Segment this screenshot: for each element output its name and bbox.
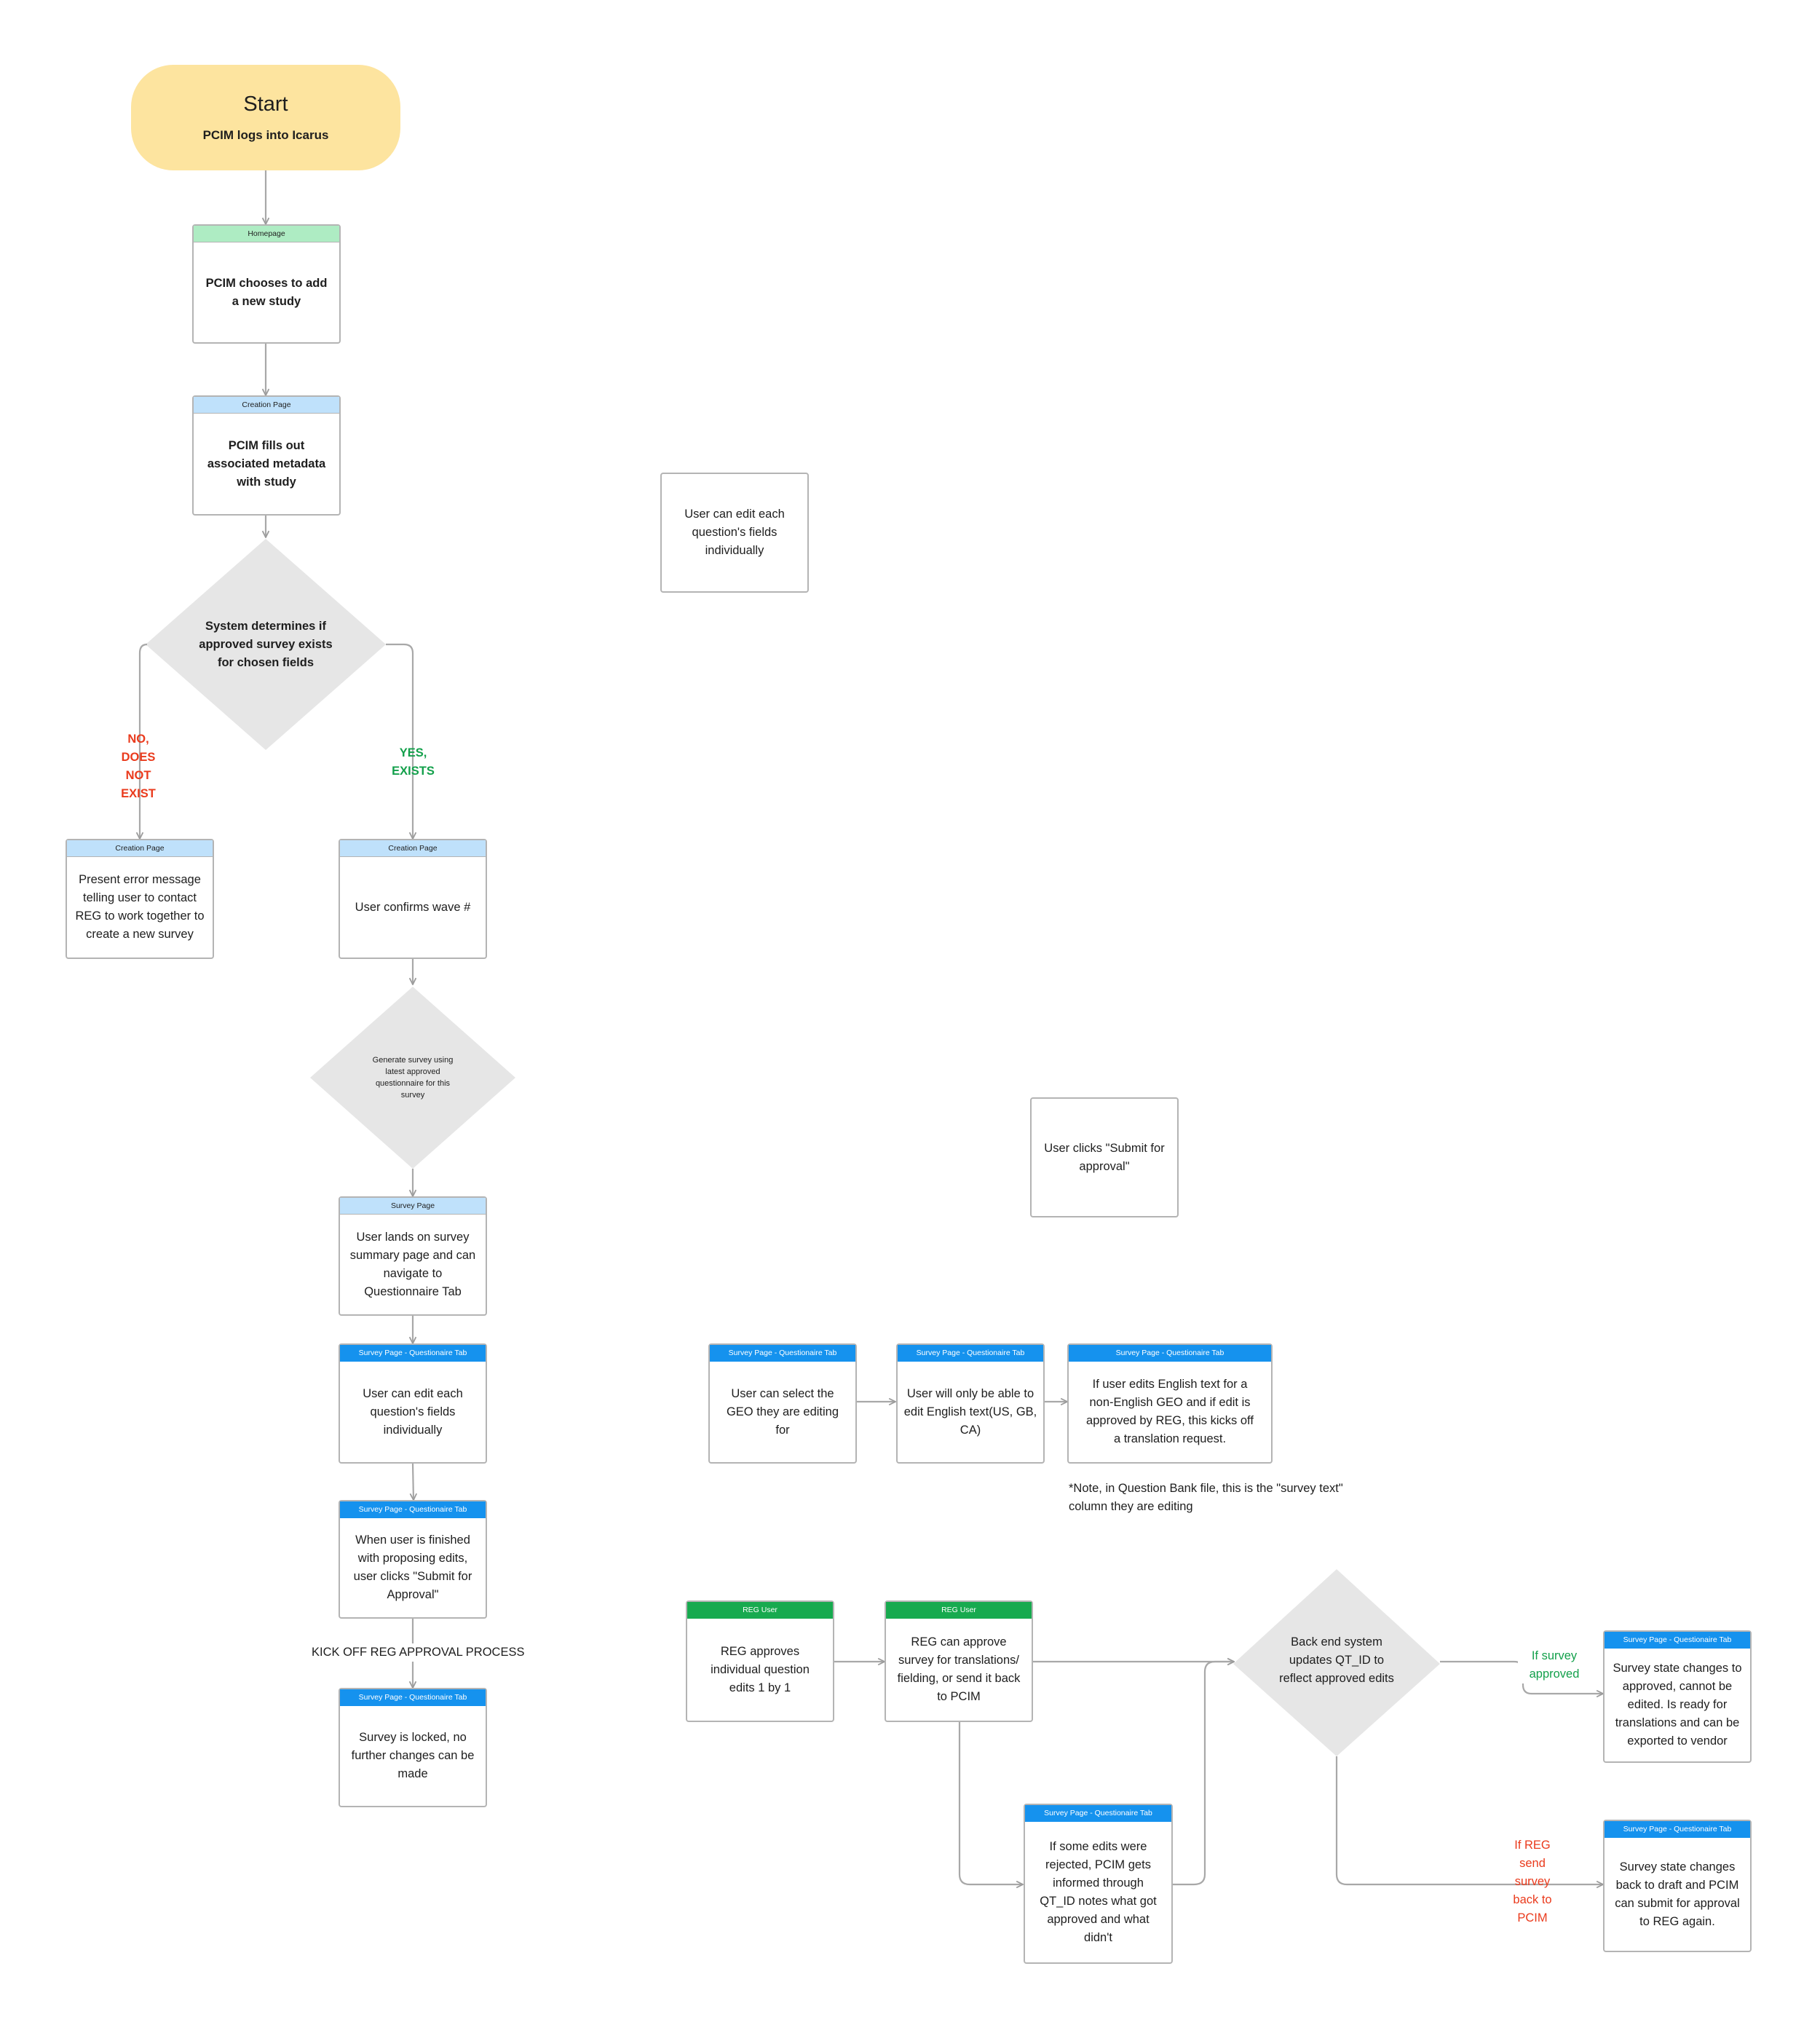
edge-label-no: NO, DOES NOT EXIST [121,733,156,800]
decision-text: Generate survey using latest approved qu… [372,1056,454,1100]
card-header: Survey Page [340,1198,486,1215]
question-bank-note: *Note, in Question Bank file, this is th… [1069,1482,1343,1513]
card-text: Survey state changes to approved, cannot… [1613,1662,1742,1748]
homepage-card: Homepage PCIM chooses to add a new study [192,224,341,344]
card-text: Survey is locked, no further changes can… [351,1731,475,1780]
edge-label-yes: YES, EXISTS [392,746,435,778]
edge-edit-submit [413,1463,414,1500]
translation-request-card: Survey Page - Questionaire Tab If user e… [1067,1343,1273,1464]
decision-text: Back end system updates QT_ID to reflect… [1279,1635,1394,1685]
survey-landing-card: Survey Page User lands on survey summary… [339,1196,487,1316]
card-header: Survey Page - Questionaire Tab [1605,1821,1750,1838]
card-text: User can edit each question's fields ind… [363,1386,463,1437]
card-text: When user is finished with proposing edi… [353,1533,472,1601]
error-message-card: Creation Page Present error message tell… [66,839,214,959]
card-header: REG User [687,1602,833,1619]
confirm-wave-card: Creation Page User confirms wave # [339,839,487,959]
card-header: Creation Page [194,397,339,414]
card-text: User will only be able to edit English t… [903,1386,1037,1437]
start-node: Start PCIM logs into Icarus [131,65,400,170]
submit-approval-card: Survey Page - Questionaire Tab When user… [339,1500,487,1619]
card-header: Survey Page - Questionaire Tab [340,1689,486,1706]
card-header: Survey Page - Questionaire Tab [1069,1345,1271,1362]
backend-update-decision: Back end system updates QT_ID to reflect… [1278,1620,1395,1700]
card-header: Survey Page - Questionaire Tab [340,1345,486,1362]
card-text: User clicks "Submit for approval" [1044,1141,1165,1173]
creation-metadata-card: Creation Page PCIM fills out associated … [192,395,341,516]
card-text: User confirms wave # [355,900,471,914]
card-text: If user edits English text for a non-Eng… [1086,1378,1254,1445]
card-header: Survey Page - Questionaire Tab [340,1501,486,1518]
approved-state-card: Survey Page - Questionaire Tab Survey st… [1603,1630,1752,1763]
decision-exists: System determines if approved survey exi… [197,597,335,692]
card-header: Creation Page [340,840,486,857]
edge-decision-yes [386,643,413,839]
draft-state-card: Survey Page - Questionaire Tab Survey st… [1603,1820,1752,1952]
floating-submit-card: User clicks "Submit for approval" [1030,1097,1179,1217]
card-text: User can select the GEO they are editing… [726,1386,839,1437]
floating-edit-fields-card: User can edit each question's fields ind… [660,473,809,593]
decision-text: System determines if approved survey exi… [199,619,333,669]
card-text: PCIM fills out associated metadata with … [207,438,326,489]
survey-locked-card: Survey Page - Questionaire Tab Survey is… [339,1688,487,1807]
start-subtitle: PCIM logs into Icarus [202,128,329,142]
reg-approves-card: REG User REG approves individual questio… [686,1600,834,1722]
select-geo-card: Survey Page - Questionaire Tab User can … [708,1343,857,1464]
edit-english-card: Survey Page - Questionaire Tab User will… [896,1343,1045,1464]
edge-label-sendback: If REG send survey back to PCIM [1513,1839,1552,1925]
reg-can-approve-card: REG User REG can approve survey for tran… [885,1600,1033,1722]
rejected-edits-card: Survey Page - Questionaire Tab If some e… [1024,1804,1173,1964]
edge-label-approved: If survey approved [1518,1647,1591,1683]
edge-backend-draft [1335,1756,1603,1884]
card-text: If some edits were rejected, PCIM gets i… [1040,1839,1157,1944]
card-header: Homepage [194,226,339,242]
card-text: REG can approve survey for translations/… [897,1635,1021,1703]
edit-fields-card: Survey Page - Questionaire Tab User can … [339,1343,487,1464]
edge-rejected-backend [1173,1662,1234,1886]
start-title: Start [243,92,288,116]
generate-survey-decision: Generate survey using latest approved qu… [364,1049,462,1107]
card-header: Survey Page - Questionaire Tab [898,1345,1043,1362]
decision-diamond-shape [146,539,386,750]
card-text: PCIM chooses to add a new study [205,276,328,308]
card-text: User can edit each question's fields ind… [684,508,785,557]
card-header: Creation Page [67,840,213,857]
card-text: REG approves individual question edits 1… [711,1644,810,1694]
card-header: Survey Page - Questionaire Tab [1025,1805,1171,1822]
generate-diamond-shape [310,987,515,1169]
backend-diamond-shape [1233,1569,1440,1756]
card-header: REG User [886,1602,1032,1619]
card-header: Survey Page - Questionaire Tab [1605,1632,1750,1649]
edge-decision-no [140,643,148,839]
edge-regcan-rejected [958,1722,1023,1884]
card-text: Survey state changes back to draft and P… [1615,1860,1740,1928]
kickoff-label: KICK OFF REG APPROVAL PROCESS [312,1643,552,1662]
card-header: Survey Page - Questionaire Tab [710,1345,855,1362]
card-text: User lands on survey summary page and ca… [349,1230,476,1298]
card-text: Present error message telling user to co… [75,873,205,941]
